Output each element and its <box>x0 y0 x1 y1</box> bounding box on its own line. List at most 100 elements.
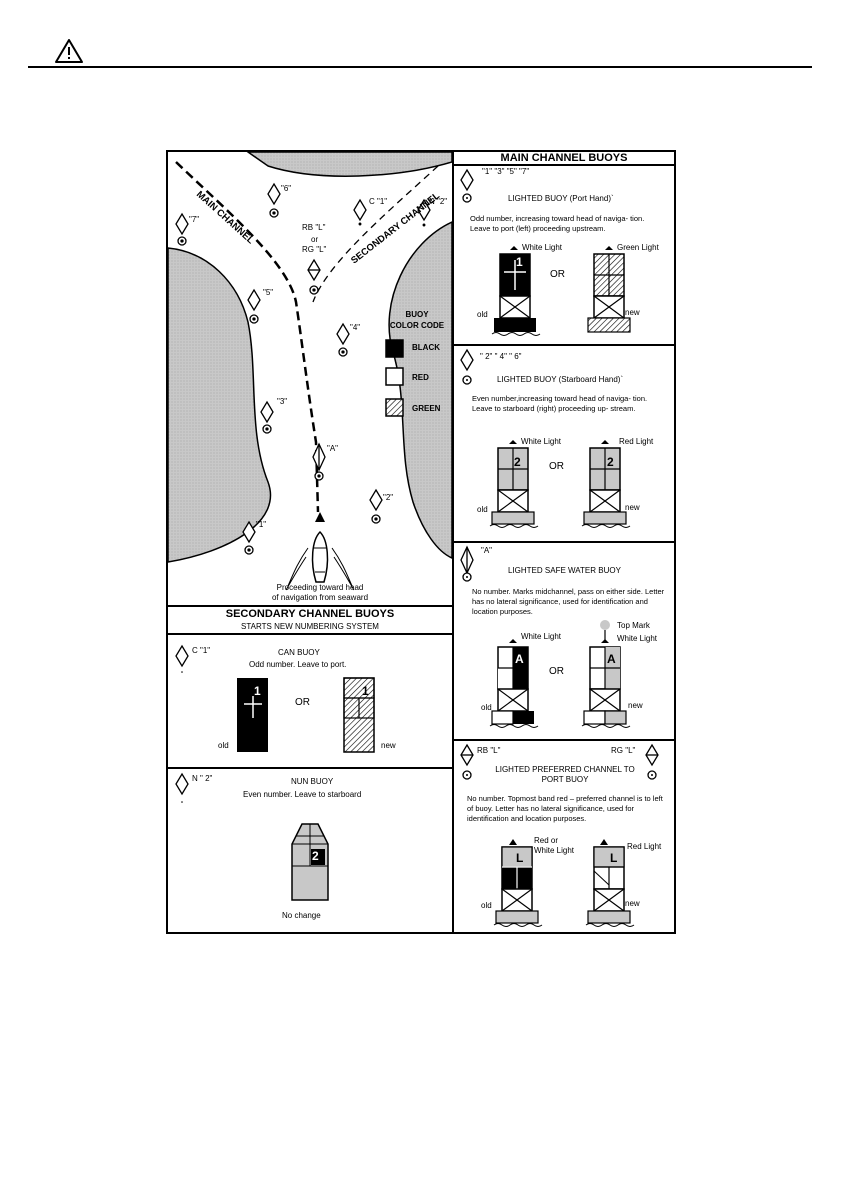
nun-number: 2 <box>312 849 319 863</box>
safe-white-light-right: White Light <box>617 634 658 643</box>
can-old-number: 1 <box>254 684 261 698</box>
divider-nun <box>166 767 454 769</box>
preferred-desc: No number. Topmost band red – preferred … <box>467 794 663 823</box>
color-code-title-2: COLOR CODE <box>389 321 445 330</box>
starboard-diamond-icon <box>460 348 474 372</box>
buoy-label-n2: N "2" <box>429 197 448 206</box>
port-or: OR <box>550 269 565 280</box>
main-channel-line <box>175 161 320 513</box>
port-old-number: 1 <box>516 255 523 269</box>
divider-main-title <box>452 164 676 166</box>
preferred-red-or-white-1: Red or <box>534 836 559 845</box>
divider-secondary-sub <box>166 633 454 635</box>
can-buoy-figure <box>175 644 375 753</box>
main-channel-label: MAIN CHANNEL <box>194 189 256 246</box>
preferred-new: new <box>625 899 640 908</box>
preferred-name-2: PORT BUOY <box>541 775 589 784</box>
buoy-label-c1: C "1" <box>369 197 388 206</box>
starboard-red-light: Red Light <box>619 437 654 446</box>
channel-map: MAIN CHANNEL SECONDARY CHANNEL <box>168 152 452 591</box>
can-or: OR <box>295 697 310 708</box>
color-swatch-red <box>385 367 404 386</box>
buoy-label-a: "A" <box>327 444 339 453</box>
port-diamond-icon <box>460 168 474 192</box>
main-title: MAIN CHANNEL BUOYS <box>500 152 628 164</box>
nun-label: N " 2" <box>192 774 213 783</box>
divider-safe <box>452 541 676 543</box>
port-new: new <box>625 308 640 317</box>
starboard-new-number: 2 <box>607 455 614 469</box>
nun-desc: Even number. Leave to starboard <box>243 790 362 799</box>
safe-old: old <box>481 703 492 712</box>
can-old: old <box>218 741 229 750</box>
boat-icon <box>311 530 329 583</box>
buoy-label-1: "1" <box>256 520 267 529</box>
buoy-label-4: "4" <box>350 323 361 332</box>
can-new-number: 1 <box>362 684 369 698</box>
nun-buoy-figure <box>175 772 329 901</box>
port-desc: Odd number, increasing toward head of na… <box>470 214 645 233</box>
safe-top-mark: Top Mark <box>617 621 650 630</box>
preferred-old: old <box>481 901 492 910</box>
starboard-desc: Even number,increasing toward head of na… <box>472 394 648 413</box>
starboard-or: OR <box>549 461 564 472</box>
heading-arrow-icon <box>315 512 325 522</box>
buoy-label-7: "7" <box>189 215 200 224</box>
nun-no-change: No change <box>282 911 321 920</box>
starboard-numbers: " 2" " 4" " 6" <box>480 352 522 361</box>
port-numbers: "1" "3" "5" "7" <box>482 167 530 176</box>
color-swatch-green <box>385 398 404 417</box>
land-right <box>388 221 452 559</box>
buoy-label-3: "3" <box>277 397 288 406</box>
starboard-old: old <box>477 505 488 514</box>
safe-old-letter: A <box>515 652 524 666</box>
secondary-channel-line <box>312 165 439 303</box>
top-mark-icon <box>600 620 610 630</box>
buoy-label-5: "5" <box>263 288 274 297</box>
secondary-title: SECONDARY CHANNEL BUOYS <box>225 608 395 620</box>
safe-new-letter: A <box>607 652 616 666</box>
proceeding-text-1: Proceeding toward head <box>276 583 364 592</box>
preferred-old-letter: L <box>516 851 524 865</box>
color-code-title-1: BUOY <box>405 310 429 319</box>
safe-name: LIGHTED SAFE WATER BUOY <box>508 566 621 575</box>
color-swatch-black <box>385 339 404 358</box>
nun-name: NUN BUOY <box>291 777 334 786</box>
port-buoy-figure <box>460 168 631 336</box>
starboard-white-light: White Light <box>521 437 562 446</box>
land-left <box>168 247 271 563</box>
land-top <box>246 152 452 177</box>
divider-secondary-top <box>166 605 454 607</box>
color-code-black: BLACK <box>412 343 440 352</box>
safe-label: "A" <box>481 546 493 555</box>
nun-diamond-icon <box>175 772 189 796</box>
preferred-name-1: LIGHTED PREFERRED CHANNEL TO <box>495 765 635 774</box>
can-new: new <box>381 741 396 750</box>
starboard-new: new <box>625 503 640 512</box>
proceeding-text-2: of navigation from seaward <box>271 593 369 602</box>
port-old: old <box>477 310 488 319</box>
preferred-red-or-white-2: White Light <box>534 846 575 855</box>
safe-or: OR <box>549 666 564 677</box>
safe-white-light-left: White Light <box>521 632 562 641</box>
warning-triangle-icon <box>55 39 83 63</box>
color-code-red: RED <box>412 373 429 382</box>
preferred-buoy-figure <box>460 743 659 927</box>
buoy-label-2: "2" <box>383 493 394 502</box>
port-name: LIGHTED BUOY (Port Hand)` <box>508 194 614 203</box>
safe-water-figure <box>460 545 631 728</box>
buoy-label-or: or <box>311 235 319 244</box>
safe-new: new <box>628 701 643 710</box>
buoy-label-rb-l: RB "L" <box>302 223 326 232</box>
starboard-buoy-figure <box>460 348 631 528</box>
secondary-subtitle: STARTS NEW NUMBERING SYSTEM <box>241 622 379 631</box>
header-rule <box>28 66 812 68</box>
buoy-label-6: "6" <box>281 184 292 193</box>
starboard-name: LIGHTED BUOY (Starboard Hand)` <box>497 375 624 384</box>
preferred-rb: RB "L" <box>477 746 501 755</box>
preferred-red-light: Red Light <box>627 842 662 851</box>
can-desc: Odd number. Leave to port. <box>249 660 347 669</box>
preferred-new-letter: L <box>610 851 618 865</box>
divider-preferred <box>452 739 676 741</box>
color-code-green: GREEN <box>412 404 441 413</box>
